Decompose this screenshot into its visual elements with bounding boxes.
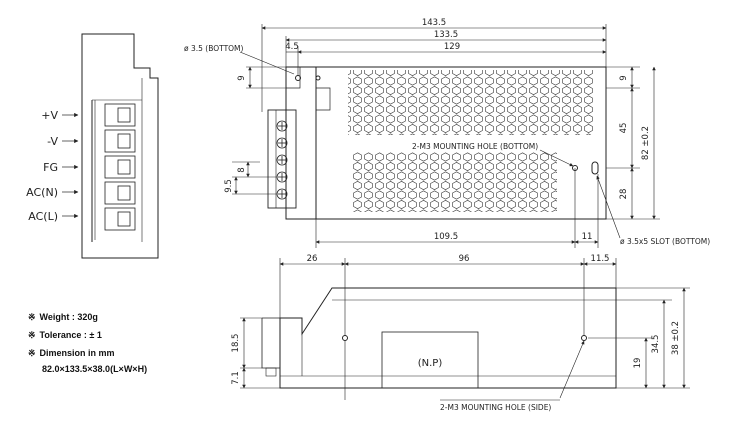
dim-height-lower: 28 — [619, 189, 629, 200]
bottom-hole — [315, 75, 321, 81]
top-terminal-screws — [276, 120, 288, 200]
terminal-leaders — [62, 112, 79, 219]
slot-label: ø 3.5x5 SLOT (BOTTOM) — [620, 237, 710, 246]
slot — [591, 161, 599, 175]
dim-edge-top-right: 9 — [619, 75, 629, 80]
side-view-body — [261, 287, 617, 389]
dim-overall-width: 143.5 — [422, 18, 446, 28]
side-mounting-hole-label: 2-M3 MOUNTING HOLE (SIDE) — [440, 403, 551, 412]
nameplate — [381, 331, 479, 389]
dim-hole-height: 19 — [633, 358, 643, 369]
side-mounting-hole — [581, 335, 587, 341]
dim-slot-offset: 11 — [582, 232, 593, 242]
top-dimensions — [232, 24, 660, 248]
terminal-label: FG — [43, 161, 58, 174]
spec-size-text: 82.0×133.5×38.0(L×W×H) — [42, 364, 148, 374]
top-dimension-labels: 143.5 133.5 129 4.5 ø 3.5 (BOTTOM) 9 9 4… — [184, 18, 710, 246]
spec-weight-text: Weight : 320g — [39, 312, 98, 322]
mounting-hole-label: 2-M3 MOUNTING HOLE (BOTTOM) — [412, 142, 538, 151]
dim-mid-width: 133.5 — [434, 30, 458, 40]
vent-area-upper — [348, 70, 593, 135]
dim-base-height: 7.1 — [231, 371, 241, 385]
spec-tolerance: ※Tolerance : ± 1 — [28, 330, 102, 341]
spec-tolerance-text: Tolerance : ± 1 — [39, 330, 102, 340]
terminal-labels: +V -V FG AC(N) AC(L) — [26, 109, 58, 223]
dim-inner-height: 34.5 — [651, 335, 661, 354]
terminal-slots — [104, 103, 136, 231]
hole-label: ø 3.5 (BOTTOM) — [184, 44, 244, 53]
terminal-label: -V — [47, 135, 58, 148]
terminal-block-view — [62, 33, 159, 259]
terminal-label: AC(L) — [28, 210, 58, 223]
side-mounting-hole — [342, 335, 348, 341]
top-view-body — [267, 66, 607, 220]
vent-area-lower — [352, 152, 557, 212]
spec-dimension-text: Dimension in mm — [39, 348, 115, 358]
dim-right-offset: 11.5 — [591, 254, 610, 264]
dim-edge-top-left: 9 — [237, 75, 247, 80]
dim-hole-offset: 4.5 — [285, 42, 299, 52]
dim-hole-spacing: 109.5 — [434, 232, 458, 242]
np-label: (N.P) — [418, 358, 443, 369]
note-marker: ※ — [28, 348, 36, 358]
note-marker: ※ — [28, 312, 36, 322]
dim-term-offset: 9.5 — [224, 179, 234, 193]
note-marker: ※ — [28, 330, 36, 340]
dim-term-pitch: 8 — [237, 167, 247, 172]
spec-size: 82.0×133.5×38.0(L×W×H) — [42, 364, 147, 374]
side-dimensions — [240, 258, 690, 401]
dim-term-height: 18.5 — [231, 334, 241, 353]
dim-total-height: 82 ±0.2 — [641, 126, 651, 160]
spec-weight: ※Weight : 320g — [28, 312, 98, 323]
terminal-label: +V — [41, 109, 58, 122]
dim-side-total-height: 38 ±0.2 — [671, 321, 681, 355]
terminal-label: AC(N) — [26, 186, 58, 199]
spec-dimension: ※Dimension in mm — [28, 348, 115, 359]
side-dimension-labels: 26 96 11.5 18.5 7.1 34.5 38 ±0.2 19 (N.P… — [231, 254, 681, 412]
dim-left-offset: 26 — [307, 254, 318, 264]
dim-inner-width: 129 — [444, 42, 460, 52]
dim-height-upper: 45 — [619, 123, 629, 134]
dim-side-hole-spacing: 96 — [459, 254, 470, 264]
